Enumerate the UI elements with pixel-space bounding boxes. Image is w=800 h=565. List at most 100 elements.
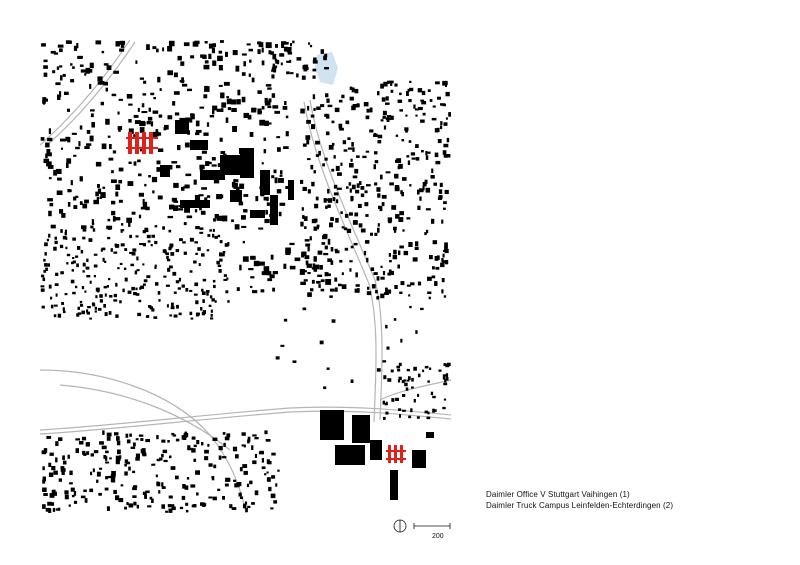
building bbox=[43, 72, 48, 77]
building bbox=[292, 360, 297, 363]
building bbox=[333, 155, 336, 159]
building bbox=[252, 460, 257, 465]
building bbox=[417, 393, 420, 397]
building bbox=[258, 110, 262, 114]
building bbox=[222, 251, 226, 254]
building bbox=[274, 110, 280, 114]
building bbox=[349, 96, 354, 101]
building bbox=[101, 143, 107, 150]
building bbox=[356, 103, 359, 107]
building bbox=[324, 67, 329, 70]
building bbox=[101, 445, 107, 450]
building bbox=[199, 106, 205, 109]
building bbox=[419, 188, 424, 193]
building bbox=[242, 464, 248, 468]
building bbox=[43, 65, 48, 69]
building bbox=[331, 168, 335, 172]
building bbox=[331, 120, 335, 124]
building bbox=[209, 295, 213, 299]
building bbox=[393, 249, 397, 255]
building bbox=[266, 202, 270, 206]
building bbox=[221, 108, 224, 112]
building bbox=[95, 287, 100, 292]
building bbox=[347, 137, 351, 140]
building bbox=[102, 430, 105, 435]
building bbox=[69, 482, 73, 485]
building bbox=[69, 470, 73, 476]
building bbox=[121, 223, 124, 226]
building bbox=[409, 305, 412, 309]
building bbox=[54, 236, 57, 240]
building bbox=[445, 364, 450, 368]
building bbox=[154, 264, 157, 268]
building bbox=[42, 487, 47, 492]
building bbox=[328, 144, 334, 150]
building bbox=[417, 106, 423, 111]
building bbox=[195, 226, 200, 230]
building bbox=[312, 68, 317, 72]
building bbox=[258, 227, 264, 230]
building bbox=[135, 287, 138, 291]
building bbox=[64, 490, 69, 495]
large-building bbox=[190, 140, 208, 150]
building bbox=[108, 157, 114, 161]
building bbox=[151, 498, 154, 503]
building bbox=[245, 508, 248, 513]
building bbox=[380, 83, 384, 89]
building bbox=[241, 215, 246, 220]
building bbox=[146, 44, 150, 50]
building bbox=[50, 224, 56, 229]
building bbox=[206, 249, 210, 252]
building bbox=[76, 313, 80, 317]
building bbox=[142, 201, 148, 208]
building bbox=[410, 152, 416, 156]
building bbox=[141, 448, 146, 453]
building bbox=[226, 433, 230, 437]
building bbox=[278, 178, 284, 183]
building bbox=[191, 504, 197, 508]
building bbox=[47, 501, 52, 506]
building bbox=[445, 373, 449, 378]
building bbox=[218, 65, 223, 71]
building bbox=[99, 81, 105, 85]
building bbox=[201, 442, 204, 446]
building bbox=[414, 246, 419, 250]
building bbox=[313, 256, 317, 262]
building bbox=[248, 48, 253, 52]
building bbox=[169, 265, 173, 269]
building bbox=[243, 112, 250, 118]
building bbox=[145, 490, 150, 494]
building bbox=[79, 125, 83, 130]
building bbox=[432, 266, 435, 270]
building bbox=[133, 292, 137, 296]
building bbox=[279, 202, 286, 206]
building bbox=[87, 306, 91, 309]
building bbox=[335, 199, 339, 204]
building bbox=[382, 271, 386, 276]
building bbox=[50, 50, 56, 54]
building bbox=[232, 50, 238, 56]
building bbox=[58, 437, 63, 441]
building bbox=[190, 484, 196, 488]
building bbox=[139, 77, 144, 80]
building bbox=[43, 448, 48, 453]
building bbox=[141, 451, 146, 455]
building bbox=[64, 229, 67, 234]
building bbox=[151, 176, 158, 183]
building bbox=[147, 116, 153, 121]
building bbox=[133, 161, 137, 166]
building bbox=[350, 195, 354, 201]
building bbox=[445, 117, 448, 120]
building bbox=[139, 127, 145, 133]
building bbox=[219, 258, 223, 262]
building bbox=[123, 267, 127, 270]
large-building bbox=[180, 200, 210, 208]
building bbox=[133, 501, 137, 506]
building bbox=[100, 101, 104, 106]
building bbox=[434, 256, 439, 261]
building bbox=[327, 104, 333, 108]
building bbox=[105, 450, 109, 454]
building bbox=[413, 399, 416, 403]
road-east-west bbox=[40, 406, 451, 431]
building bbox=[332, 142, 335, 146]
